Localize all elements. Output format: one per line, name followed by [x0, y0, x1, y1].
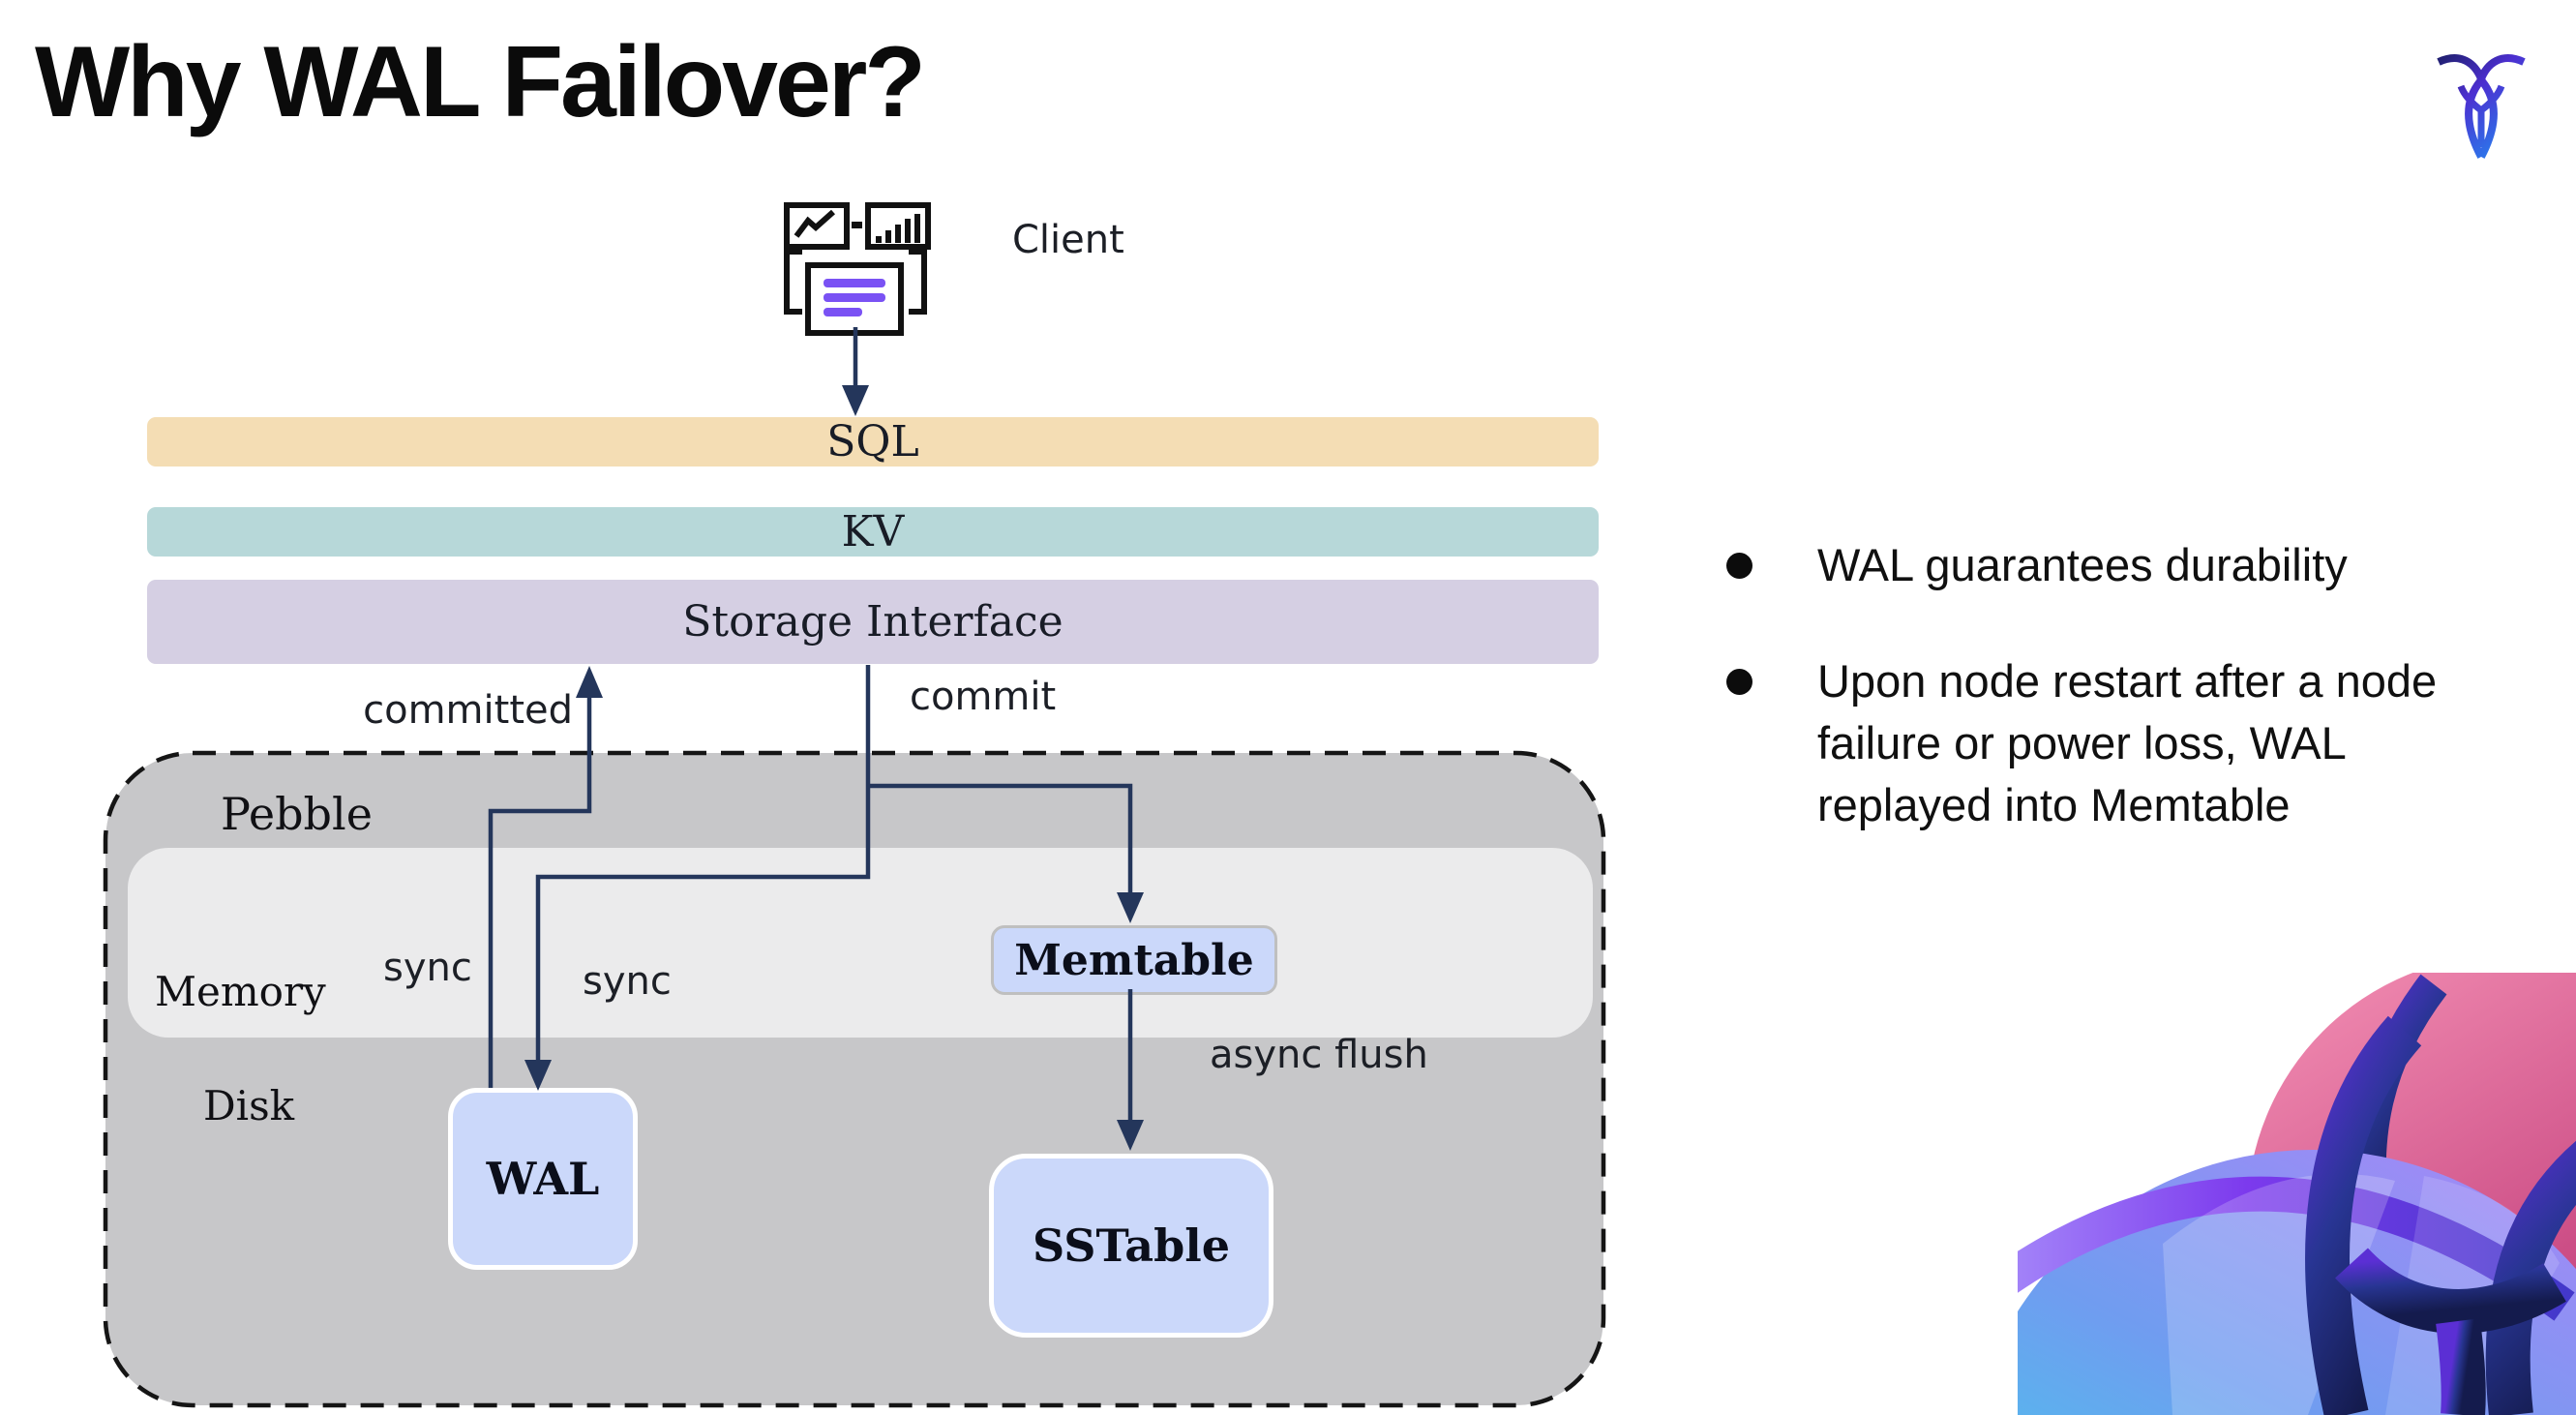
bullet-text: Upon node restart after a node failure o…: [1817, 655, 2438, 830]
edge-label-committed: committed: [363, 688, 573, 733]
bullet-icon: [1726, 553, 1752, 579]
edge-label-async-flush: async flush: [1210, 1033, 1428, 1077]
page-title: Why WAL Failover?: [35, 26, 926, 138]
client-monitors-icon: [784, 202, 931, 336]
brand-artwork-decoration: [2018, 973, 2576, 1415]
wal-box: WAL: [448, 1088, 638, 1270]
layer-kv: KV: [147, 507, 1599, 557]
edge-label-sync-wal: sync: [383, 946, 472, 990]
memory-band: [128, 848, 1593, 1038]
disk-label: Disk: [203, 1082, 295, 1129]
cockroachdb-logo-icon: [2437, 54, 2526, 159]
layer-storage-interface: Storage Interface: [147, 580, 1599, 664]
edge-label-commit: commit: [910, 675, 1057, 719]
bullet-icon: [1726, 669, 1752, 695]
list-item: Upon node restart after a node failure o…: [1713, 650, 2576, 836]
memtable-box: Memtable: [991, 925, 1277, 995]
bullet-text: WAL guarantees durability: [1817, 539, 2348, 590]
edge-label-sync-commit: sync: [583, 959, 672, 1004]
memory-label: Memory: [155, 968, 326, 1015]
pebble-label: Pebble: [221, 788, 373, 840]
layer-sql: SQL: [147, 417, 1599, 467]
client-label: Client: [1012, 218, 1124, 262]
notes-list: WAL guarantees durability Upon node rest…: [1713, 534, 2576, 836]
sstable-box: SSTable: [989, 1154, 1273, 1338]
list-item: WAL guarantees durability: [1713, 534, 2576, 596]
